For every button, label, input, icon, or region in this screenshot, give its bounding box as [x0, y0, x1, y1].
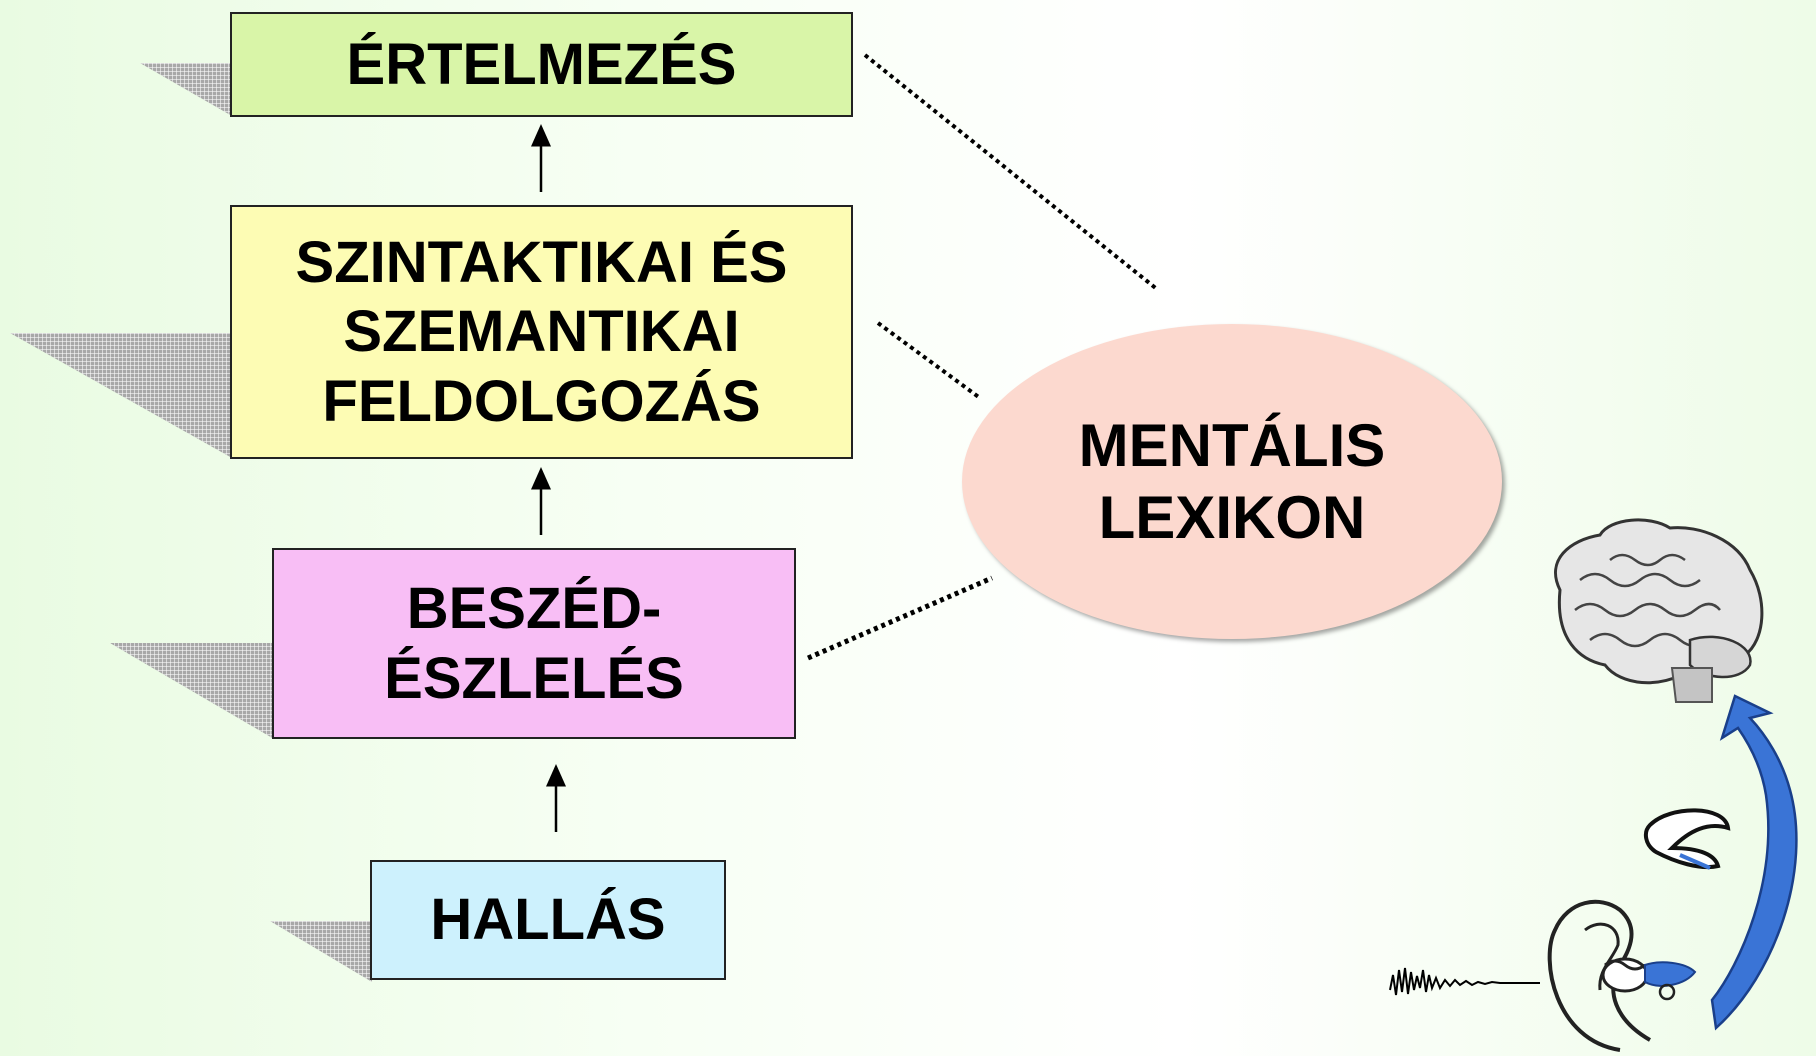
dotted-line-beszed-to-lexikon — [807, 575, 993, 661]
ellipse-mentalis-lexikon: MENTÁLIS LEXIKON — [962, 324, 1502, 639]
box-label-beszed: BESZÉD- ÉSZLELÉS — [384, 575, 684, 711]
box-beszed: BESZÉD- ÉSZLELÉS — [272, 548, 796, 739]
inner-ear-icon — [1643, 808, 1731, 870]
brain-icon — [1554, 518, 1764, 703]
blue-arrow-icon — [1710, 694, 1798, 1031]
box-ertelmezes: ÉRTELMEZÉS — [230, 12, 853, 117]
dotted-line-szintaktikai-to-lexikon — [876, 321, 982, 400]
ellipse-label: MENTÁLIS LEXIKON — [1078, 411, 1386, 551]
box-hallas: HALLÁS — [370, 860, 726, 980]
ear-icon — [1547, 899, 1697, 1052]
box-label-hallas: HALLÁS — [430, 887, 666, 953]
box-label-ertelmezes: ÉRTELMEZÉS — [346, 31, 737, 97]
sound-wave-icon — [1389, 967, 1540, 996]
box-label-szintaktikai: SZINTAKTIKAI ÉS SZEMANTIKAI FELDOLGOZÁS — [295, 229, 788, 434]
dotted-line-ertelmezes-to-lexikon — [863, 53, 1160, 292]
box-szintaktikai: SZINTAKTIKAI ÉS SZEMANTIKAI FELDOLGOZÁS — [230, 205, 853, 459]
